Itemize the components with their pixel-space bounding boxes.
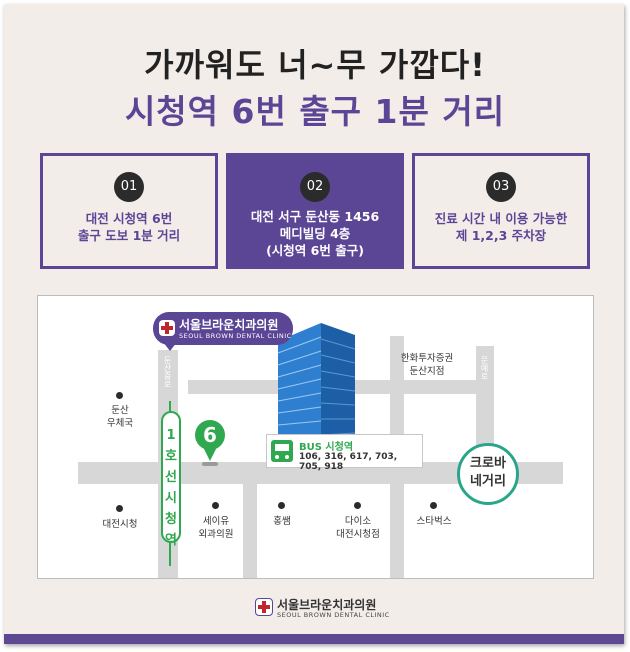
feature-box-1: 01 대전 시청역 6번 출구 도보 1분 거리 bbox=[40, 153, 218, 269]
feature-text: 대전 시청역 6번 출구 도보 1분 거리 bbox=[77, 211, 181, 243]
clinic-name: 서울브라운치과의원 bbox=[179, 318, 279, 332]
landmark-city-hall: 대전시청 bbox=[102, 519, 138, 530]
landmark-daiso: 다이소 대전시청점 bbox=[336, 516, 380, 540]
landmark-dot bbox=[116, 392, 123, 399]
side-road bbox=[390, 336, 404, 462]
side-road bbox=[390, 484, 404, 578]
clinic-location-bubble: 서울브라운치과의원 SEOUL BROWN DENTAL CLINIC bbox=[153, 312, 293, 345]
clinic-logo-icon bbox=[255, 598, 273, 616]
feature-number-badge: 02 bbox=[300, 172, 330, 202]
landmark-dot bbox=[212, 502, 219, 509]
junction-circle: 크로바 네거리 bbox=[457, 443, 519, 505]
bus-stop-name: BUS 시청역 bbox=[299, 442, 354, 453]
bus-routes: 106, 316, 617, 703, 705, 918 bbox=[299, 452, 398, 472]
bubble-tail bbox=[163, 342, 177, 351]
landmark-hanwha: 한화투자증권 둔산지점 bbox=[400, 353, 454, 377]
bottom-accent-bar bbox=[4, 634, 624, 644]
bus-stop-info: BUS 시청역 106, 316, 617, 703, 705, 918 bbox=[266, 434, 423, 472]
headline-primary: 가까워도 너~무 가깝다! bbox=[144, 46, 486, 84]
landmark-post-office: 둔산 우체국 bbox=[106, 405, 134, 429]
feature-box-3: 03 진료 시간 내 이용 가능한 제 1,2,3 주차장 bbox=[412, 153, 590, 269]
landmark-seiyu-clinic: 세이유 외과의원 bbox=[198, 516, 234, 540]
landmark-hongssaem: 홍쌤 bbox=[273, 516, 291, 527]
landmark-dot bbox=[430, 502, 437, 509]
clinic-name-english: SEOUL BROWN DENTAL CLINIC bbox=[179, 332, 292, 340]
road-label-right: 문예로 bbox=[480, 356, 489, 380]
headline-secondary: 시청역 6번 출구 1분 거리 bbox=[124, 92, 506, 131]
location-map: 둔산중로 문예로 서울브라운치과의원 SEOUL BROWN DENTAL CL… bbox=[37, 295, 594, 579]
landmark-dot bbox=[116, 505, 123, 512]
landmark-starbucks: 스타벅스 bbox=[416, 516, 452, 527]
feature-number-badge: 03 bbox=[486, 172, 516, 202]
road-label-left: 둔산중로 bbox=[163, 356, 172, 388]
clinic-logo-icon bbox=[159, 320, 175, 336]
exit-pin-tail bbox=[203, 447, 217, 461]
footer-logo: 서울브라운치과의원 SEOUL BROWN DENTAL CLINIC bbox=[255, 596, 395, 622]
footer-clinic-name: 서울브라운치과의원 bbox=[277, 598, 377, 612]
pin-shadow bbox=[202, 462, 218, 466]
footer-clinic-name-english: SEOUL BROWN DENTAL CLINIC bbox=[277, 611, 390, 619]
feature-number-badge: 01 bbox=[114, 172, 144, 202]
exit-number-pin: 6 bbox=[195, 420, 225, 450]
main-road-horizontal bbox=[78, 462, 563, 484]
side-road bbox=[243, 484, 257, 578]
landmark-dot bbox=[354, 502, 361, 509]
feature-box-2: 02 대전 서구 둔산동 1456 메디빌딩 4층 (시청역 6번 출구) bbox=[226, 153, 404, 269]
feature-text: 대전 서구 둔산동 1456 메디빌딩 4층 (시청역 6번 출구) bbox=[250, 209, 380, 258]
bus-icon bbox=[271, 440, 293, 462]
feature-text: 진료 시간 내 이용 가능한 제 1,2,3 주차장 bbox=[434, 211, 568, 243]
landmark-dot bbox=[278, 502, 285, 509]
clinic-building-icon bbox=[277, 323, 356, 461]
